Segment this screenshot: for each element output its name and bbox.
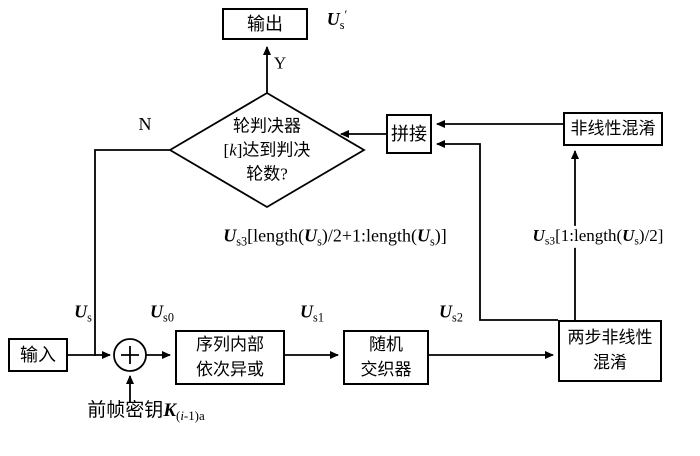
signal-us2: Us2: [439, 301, 463, 325]
nonlinear-confusion-box: 非线性混淆: [563, 112, 663, 146]
arrows: [68, 46, 579, 402]
branch-no-label: N: [138, 114, 152, 134]
signal-us3-second-half: Us3[length(Us)/2+1:length(Us)]: [220, 225, 450, 249]
line-no-feedback: [94, 149, 170, 356]
signal-us-prime: Us′: [326, 7, 348, 32]
random-interleaver-line2: 交织器: [360, 359, 412, 379]
decision-line2: [k]达到判决: [223, 140, 311, 160]
decision-line1: 轮判决器: [232, 116, 301, 136]
signal-us: Us: [74, 301, 92, 325]
input-box-label: 输入: [20, 344, 56, 365]
signal-us1: Us1: [300, 301, 324, 325]
sequential-xor-line1: 序列内部: [196, 334, 264, 354]
random-interleaver-line1: 随机: [369, 334, 403, 354]
arrow-secondhalf-concat: [436, 140, 558, 321]
output-box: 输出: [222, 8, 308, 40]
twostep-nonlinear-box: 两步非线性 混淆: [558, 320, 662, 382]
decision-text: 轮判决器 [k]达到判决 轮数?: [224, 114, 311, 185]
decision-diamond: [168, 91, 366, 209]
concat-box-label: 拼接: [391, 123, 427, 144]
branch-yes-label: Y: [273, 53, 287, 73]
previous-frame-key-label: 前帧密钥K(i-1)a: [87, 399, 205, 424]
signal-us3-first-half: Us3[1:length(Us)/2]: [529, 225, 667, 249]
random-interleaver-box: 随机 交织器: [343, 330, 429, 385]
sequential-xor-line2: 依次异或: [196, 359, 264, 379]
input-box: 输入: [8, 338, 68, 372]
twostep-nonlinear-line1: 两步非线性: [567, 328, 653, 348]
decision-line3: 轮数?: [246, 163, 288, 183]
sequential-xor-box: 序列内部 依次异或: [175, 330, 285, 385]
nonlinear-confusion-label: 非线性混淆: [570, 118, 656, 138]
concat-box: 拼接: [386, 114, 432, 154]
plus-icon: [121, 346, 139, 364]
signal-us0: Us0: [150, 301, 174, 325]
twostep-nonlinear-line2: 混淆: [593, 353, 627, 372]
output-box-label: 输出: [247, 13, 283, 34]
